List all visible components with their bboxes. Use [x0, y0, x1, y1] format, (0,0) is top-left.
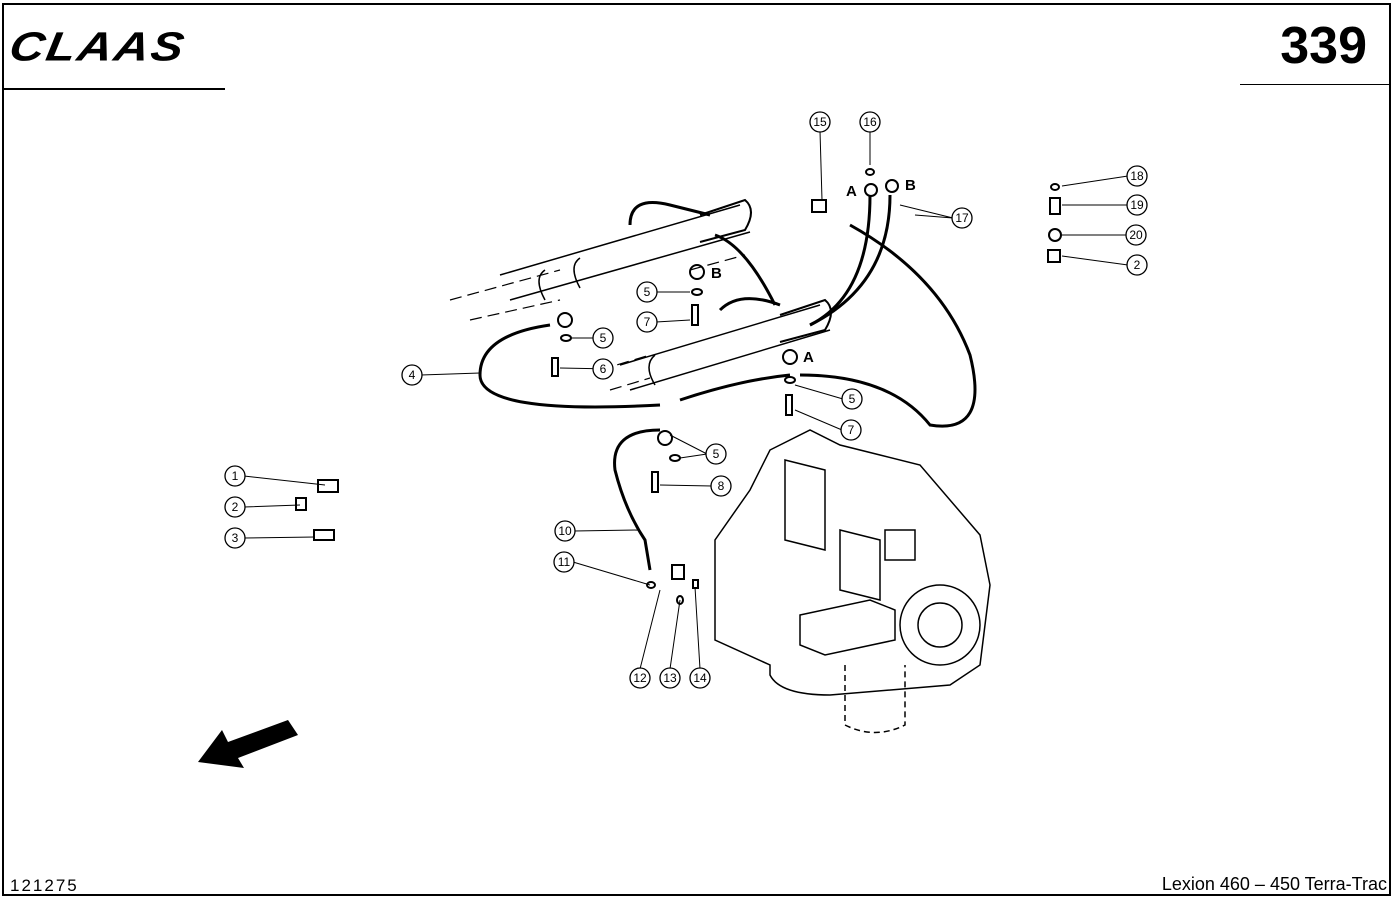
- svg-text:8: 8: [718, 479, 725, 493]
- pump-assembly: [714, 429, 991, 734]
- page-frame: [2, 3, 1391, 896]
- svg-text:17: 17: [955, 211, 969, 225]
- callout-14[interactable]: 14: [689, 667, 711, 689]
- svg-text:15: 15: [813, 115, 827, 129]
- fittings: [295, 168, 1062, 605]
- callout-16[interactable]: 16: [859, 111, 881, 133]
- callout-13[interactable]: 13: [659, 667, 681, 689]
- page-number-rule: [1240, 84, 1390, 85]
- callout-17[interactable]: 17: [951, 207, 973, 229]
- svg-text:5: 5: [849, 392, 856, 406]
- svg-text:5: 5: [600, 331, 607, 345]
- port-label-a: A: [846, 183, 857, 200]
- frame-lines: [449, 254, 746, 391]
- callout-7[interactable]: 7: [840, 419, 862, 441]
- port-label-a: A: [803, 349, 814, 366]
- lower-cylinder: [619, 297, 832, 391]
- upper-cylinder: [499, 198, 777, 306]
- svg-text:5: 5: [644, 285, 651, 299]
- port-label-b: B: [905, 177, 916, 194]
- svg-text:6: 6: [600, 362, 607, 376]
- svg-text:7: 7: [848, 423, 855, 437]
- leader-lines: [243, 130, 1129, 670]
- callout-10[interactable]: 10: [554, 520, 576, 542]
- callout-5[interactable]: 5: [841, 388, 863, 410]
- svg-text:11: 11: [558, 555, 571, 569]
- callout-1[interactable]: 1: [224, 465, 246, 487]
- header-rule: [2, 88, 225, 90]
- callouts: 15 16 18 19 20 2 17 5 7 5 6 4 5 7 5 8 1 …: [224, 111, 1148, 689]
- port-labels: B A A B: [711, 177, 916, 366]
- callout-5[interactable]: 5: [705, 443, 727, 465]
- svg-text:2: 2: [1134, 258, 1141, 272]
- drawing-code: 121275: [10, 876, 79, 895]
- svg-text:7: 7: [644, 315, 651, 329]
- hoses: [478, 194, 977, 571]
- callout-19[interactable]: 19: [1126, 194, 1148, 216]
- svg-text:4: 4: [409, 368, 416, 382]
- svg-text:12: 12: [633, 671, 647, 685]
- svg-text:3: 3: [232, 531, 239, 545]
- port-label-b: B: [711, 265, 722, 282]
- callout-5[interactable]: 5: [592, 327, 614, 349]
- model-name: Lexion 460 – 450 Terra-Trac: [1161, 874, 1387, 894]
- callout-2[interactable]: 2: [224, 496, 246, 518]
- callout-4[interactable]: 4: [401, 364, 423, 386]
- callout-6[interactable]: 6: [592, 358, 614, 380]
- svg-text:2: 2: [232, 500, 239, 514]
- page-number: 339: [1280, 17, 1367, 75]
- svg-text:5: 5: [713, 447, 720, 461]
- callout-2[interactable]: 2: [1126, 254, 1148, 276]
- callout-20[interactable]: 20: [1125, 224, 1147, 246]
- callout-12[interactable]: 12: [629, 667, 651, 689]
- callout-3[interactable]: 3: [224, 527, 246, 549]
- callout-18[interactable]: 18: [1126, 165, 1148, 187]
- svg-text:1: 1: [232, 469, 239, 483]
- travel-direction-arrow: [198, 720, 298, 768]
- svg-text:10: 10: [558, 524, 572, 538]
- svg-text:16: 16: [863, 115, 877, 129]
- svg-text:14: 14: [693, 671, 707, 685]
- callout-11[interactable]: 11: [553, 551, 575, 573]
- callout-5[interactable]: 5: [636, 281, 658, 303]
- svg-text:20: 20: [1129, 228, 1143, 242]
- callout-8[interactable]: 8: [710, 475, 732, 497]
- callout-15[interactable]: 15: [809, 111, 831, 133]
- callout-7[interactable]: 7: [636, 311, 658, 333]
- svg-text:19: 19: [1130, 198, 1144, 212]
- svg-text:13: 13: [663, 671, 677, 685]
- svg-text:18: 18: [1130, 169, 1144, 183]
